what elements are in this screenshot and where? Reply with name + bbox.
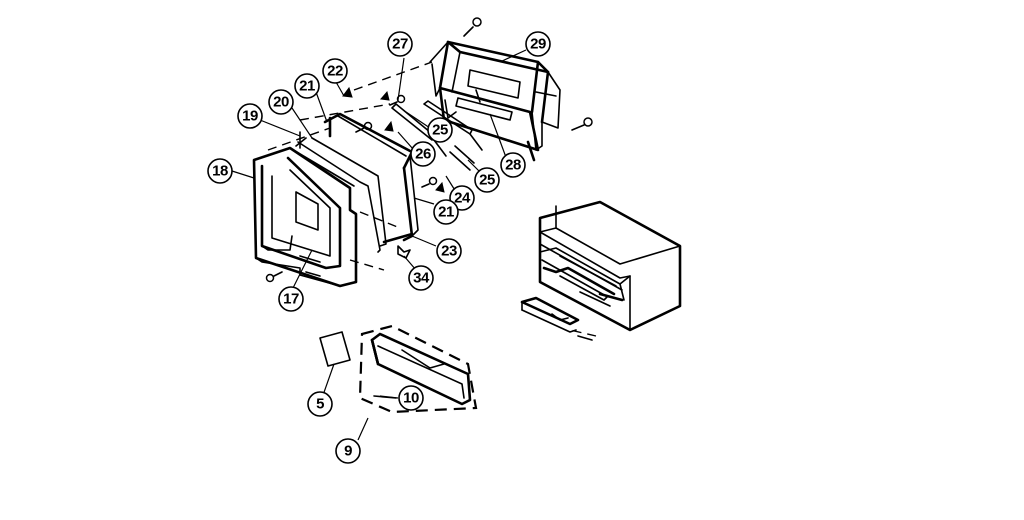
svg-text:25: 25 xyxy=(432,122,448,139)
callout-18: 18 xyxy=(207,158,233,184)
front-bezel-part xyxy=(252,146,358,288)
svg-text:27: 27 xyxy=(392,36,408,53)
callout-5: 5 xyxy=(307,391,333,417)
callout-22: 22 xyxy=(322,58,348,84)
control-panel-assembly xyxy=(358,324,478,414)
callout-34: 34 xyxy=(408,265,434,291)
callout-27: 27 xyxy=(387,31,413,57)
svg-text:26: 26 xyxy=(415,146,431,163)
svg-text:21: 21 xyxy=(299,78,315,95)
callout-17: 17 xyxy=(278,286,304,312)
callout-19: 19 xyxy=(237,103,263,129)
callout-24: 24 xyxy=(449,185,475,211)
callout-21-top: 21 xyxy=(294,73,320,99)
triangle-marker-icons xyxy=(342,86,445,193)
callout-25-upper: 25 xyxy=(427,117,453,143)
callout-23: 23 xyxy=(436,238,462,264)
svg-text:34: 34 xyxy=(413,270,430,287)
svg-text:25: 25 xyxy=(479,172,495,189)
callout-26: 26 xyxy=(410,141,436,167)
rear-cabinet-part xyxy=(538,200,682,332)
svg-text:21: 21 xyxy=(438,204,454,221)
svg-text:28: 28 xyxy=(505,157,521,174)
svg-text:23: 23 xyxy=(441,243,457,260)
rear-frame-part xyxy=(429,40,561,162)
svg-text:19: 19 xyxy=(242,108,258,125)
callout-9: 9 xyxy=(335,438,361,464)
clip-part xyxy=(299,245,411,263)
svg-text:24: 24 xyxy=(454,190,471,207)
svg-text:17: 17 xyxy=(283,291,299,308)
svg-text:22: 22 xyxy=(327,63,343,80)
base-rail-part xyxy=(520,296,593,341)
svg-text:9: 9 xyxy=(344,443,352,460)
leader-lines xyxy=(231,49,527,441)
svg-text:18: 18 xyxy=(212,163,228,180)
svg-text:29: 29 xyxy=(530,36,546,53)
callout-21-bottom: 21 xyxy=(433,199,459,225)
svg-text:20: 20 xyxy=(273,94,289,111)
callout-29: 29 xyxy=(525,31,551,57)
svg-text:10: 10 xyxy=(403,390,419,407)
svg-text:5: 5 xyxy=(316,396,324,413)
callout-10: 10 xyxy=(398,385,424,411)
label-plate-part xyxy=(319,331,351,367)
callout-20: 20 xyxy=(268,89,294,115)
callout-25-lower: 25 xyxy=(474,167,500,193)
callout-28: 28 xyxy=(500,152,526,178)
screen-panel-parts xyxy=(295,131,387,253)
